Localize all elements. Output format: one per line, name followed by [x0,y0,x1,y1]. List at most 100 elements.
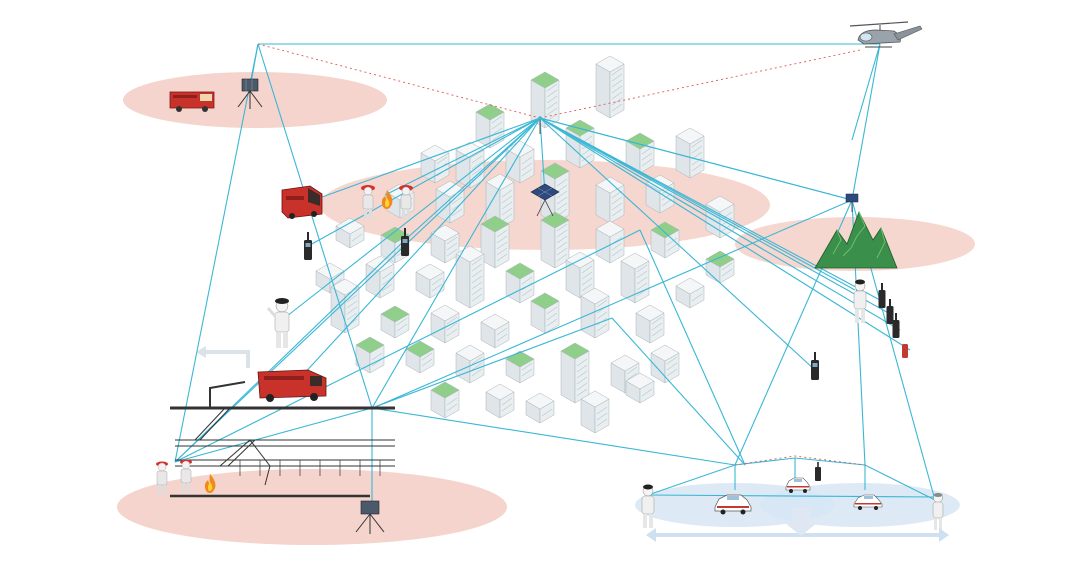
zone-bottom-left [117,469,507,545]
police-officer-icon [932,493,944,530]
city-building-icon [505,140,535,184]
link [851,43,881,141]
city-building-icon [430,381,460,419]
range-arrow [646,508,949,542]
link [539,117,901,331]
city-building-icon [650,221,680,259]
city-building-icon [475,103,505,149]
city-building-icon [580,390,610,434]
radio-handset-icon [401,228,409,256]
dashed-link [257,43,541,119]
city-building-icon [650,344,680,384]
link [539,117,546,196]
dashed-link [734,455,866,466]
radio-handset-icon [878,283,886,308]
link [281,117,541,321]
zone-top-left [123,72,387,128]
link [299,117,541,206]
city-building-icon [530,71,560,129]
police-officer-icon [853,279,867,323]
city-building-icon [625,372,655,404]
link [372,199,853,409]
city-building-icon [560,342,590,404]
firefighter-icon [361,185,375,219]
police-officer-icon [266,298,290,348]
firefighter-icon [156,461,168,495]
link [371,407,736,466]
city-building-icon [540,162,570,224]
firefighter-icon [399,185,413,219]
city-building-icon [485,383,515,419]
city-building-icon [595,176,625,224]
radio-tower-icon [538,116,542,134]
dashed-links [257,43,866,466]
link [371,317,613,409]
radio-handset-icon [892,313,900,338]
city-building-icon [635,304,665,344]
link [404,117,541,241]
link [174,117,541,463]
link [647,494,936,498]
arrow-icon [196,346,250,368]
city-building-icon [420,144,450,184]
radio-handset-icon [304,232,312,260]
link [174,407,373,463]
city-building-icon [430,224,460,264]
city-building-icon [675,127,705,179]
city-building-icon [565,119,595,169]
radio-handset-icon [811,352,819,380]
city-building-icon [365,255,395,299]
link [539,117,911,351]
city-building-icon [705,195,735,239]
dashed-link [539,49,861,119]
city-building-icon [435,180,465,224]
city-building-icon [525,392,555,424]
link [174,43,259,463]
city-building-icon [540,211,570,269]
police-officer-icon [641,484,655,528]
link [309,117,541,246]
city-building-icon [355,336,385,374]
city-building-icon [530,292,560,334]
link [371,117,541,409]
helicopter-icon [849,21,923,48]
city-building-icon [480,215,510,269]
police-car-icon [714,494,752,515]
city-buildings [315,55,735,434]
link [539,117,881,301]
solar-repeater-icon [845,193,859,212]
city-building-icon [380,305,410,339]
radio-handset-icon [902,344,908,358]
mountain-icon [814,211,898,269]
link [639,229,746,466]
fire-icon [204,474,216,493]
city-building-icon [485,173,515,229]
police-car-icon [785,477,811,493]
city-building-icon [430,304,460,344]
firefighter-icon [180,459,192,493]
link [539,117,893,316]
link [539,117,816,371]
radio-handset-icon [815,462,821,481]
fire-truck-icon [257,369,327,402]
city-building-icon [675,277,705,309]
city-building-icon [405,340,435,374]
link [611,317,746,466]
city-building-icon [625,132,655,174]
radio-handset-icon [886,299,894,324]
tripod-repeater-icon [237,78,263,109]
fire-truck-icon [169,91,215,112]
tripod-repeater-icon [355,500,385,534]
city-building-icon [705,250,735,284]
solar-repeater-icon [530,183,560,217]
link [299,117,541,379]
police-car-icon [853,494,883,510]
link [851,43,881,201]
link [174,229,641,463]
city-building-icon [330,278,360,334]
city-building-icon [455,344,485,384]
fire-icon [381,190,393,209]
link [384,117,541,196]
link [174,239,406,463]
